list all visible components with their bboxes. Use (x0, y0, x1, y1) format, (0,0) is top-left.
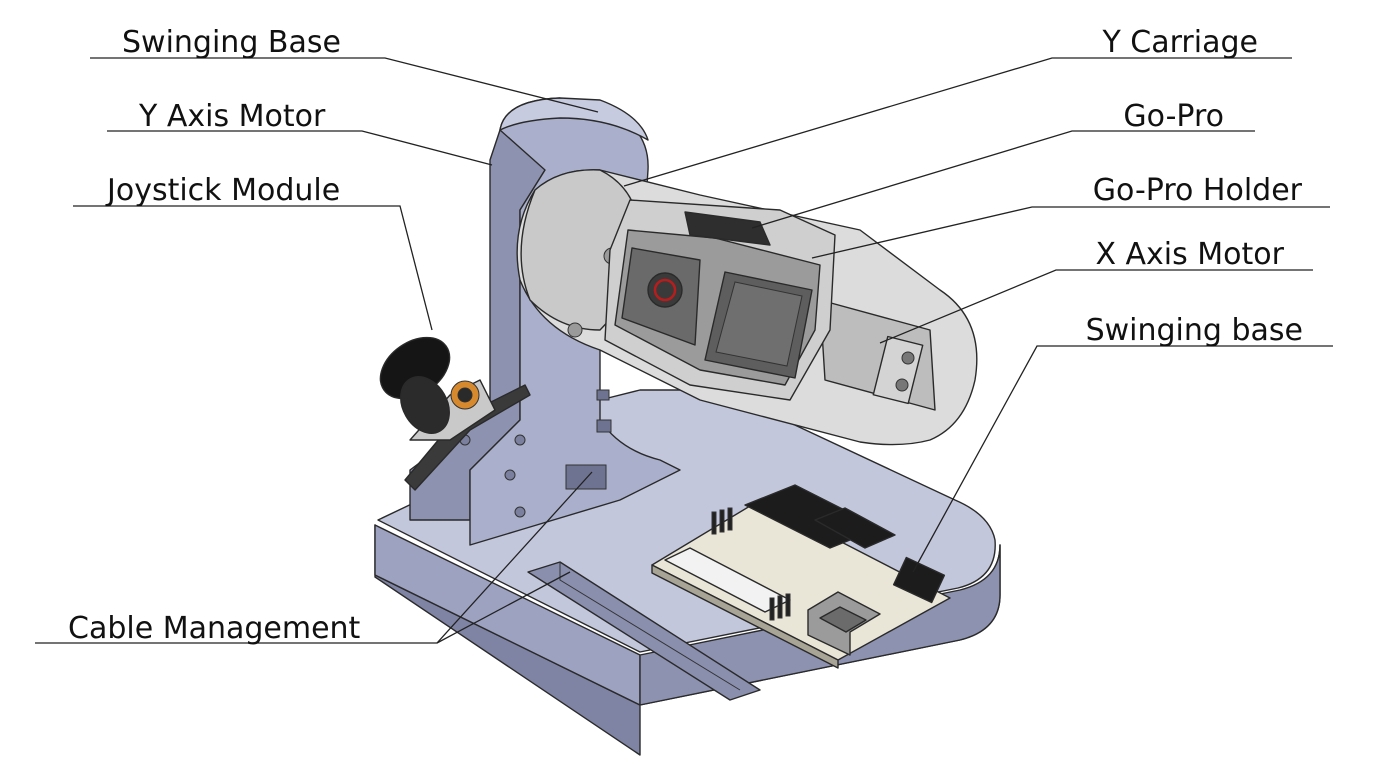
cable-management-hole (565, 464, 607, 490)
power-jack (892, 556, 946, 604)
leader-go-pro-holder (811, 206, 1330, 259)
label-go-pro: Go-Pro (1123, 99, 1224, 134)
label-joystick-module: Joystick Module (105, 173, 340, 208)
label-swinging-base-top: Swinging Base (122, 25, 341, 60)
joystick-module (379, 336, 531, 491)
leader-y-carriage (623, 57, 1292, 187)
leader-swinging-base-top (90, 57, 599, 113)
leader-joystick-module (73, 205, 433, 331)
leader-cable-management-2 (436, 571, 571, 644)
controller-board (651, 484, 951, 669)
label-cable-management: Cable Management (68, 611, 361, 646)
leader-y-axis-motor (107, 130, 493, 166)
label-go-pro-holder: Go-Pro Holder (1093, 173, 1303, 208)
label-y-carriage: Y Carriage (1101, 25, 1258, 60)
leader-x-axis-motor (879, 269, 1313, 344)
camera-lens-icon (647, 272, 683, 308)
leader-swinging-base-right (912, 345, 1333, 573)
leader-go-pro (751, 130, 1255, 229)
tower-hole (596, 419, 612, 433)
tower-hole (596, 389, 610, 401)
label-y-axis-motor: Y Axis Motor (138, 99, 326, 134)
camera-top-button (684, 211, 771, 246)
label-x-axis-motor: X Axis Motor (1095, 237, 1284, 272)
label-swinging-base-right: Swinging base (1086, 313, 1303, 348)
go-pro-camera (614, 211, 821, 386)
header-strip (814, 507, 896, 549)
tower-top-cap (499, 97, 649, 141)
callout-labels: Swinging Base Y Axis Motor Joystick Modu… (68, 25, 1303, 646)
leader-lines (35, 57, 1333, 644)
